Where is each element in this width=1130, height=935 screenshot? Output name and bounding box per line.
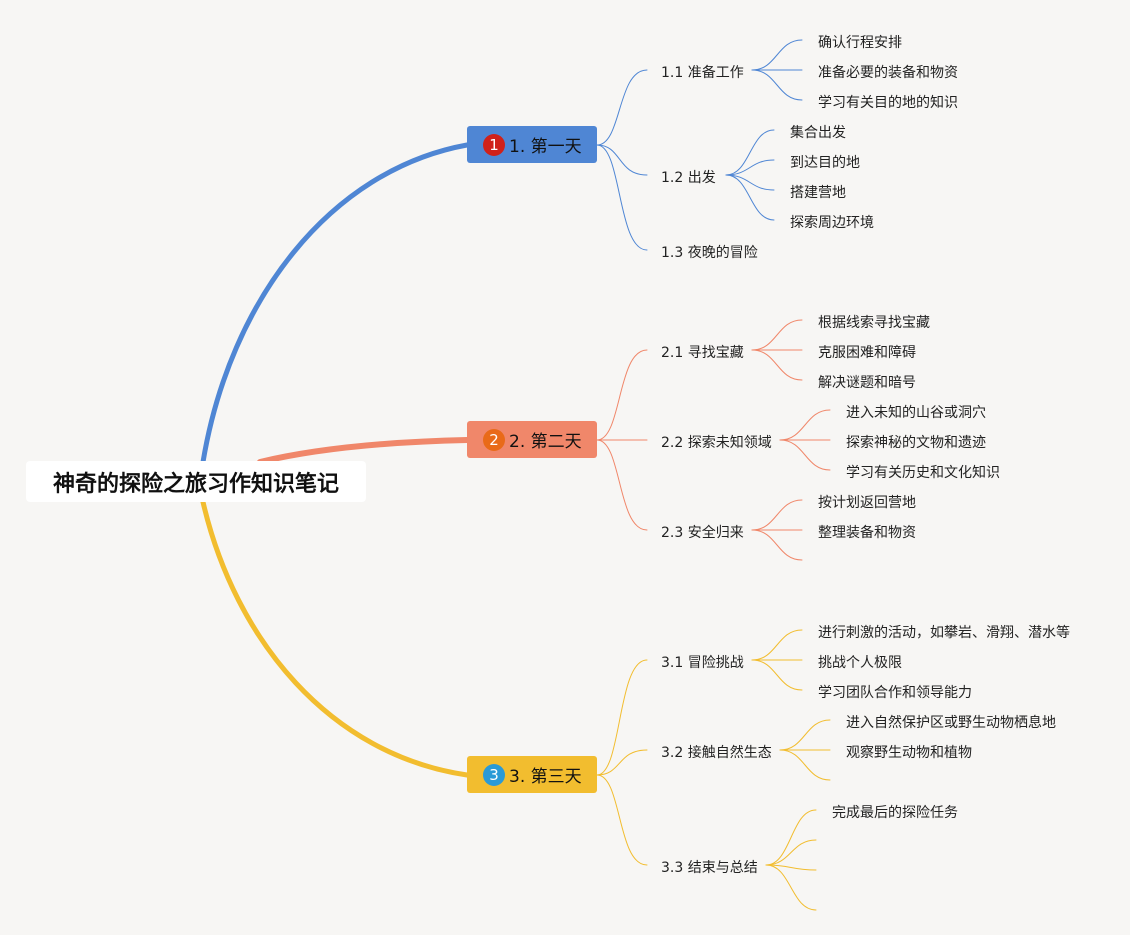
leaf-2-2-1[interactable]: 进入未知的山谷或洞穴 [846,405,986,421]
leaf-line-5-1 [751,499,803,531]
leaf-2-2-3[interactable]: 学习有关历史和文化知识 [846,465,1000,481]
sub-line-3-2 [596,749,648,776]
leaf-3-2-2[interactable]: 观察野生动物和植物 [846,745,972,761]
leaf-3-1-2[interactable]: 挑战个人极限 [818,655,902,671]
leaf-line-7-1 [779,719,831,751]
branch-label: 1. 第一天 [509,137,582,157]
leaf-line-3-1 [751,319,803,351]
sub-line-1-2 [596,144,648,176]
leaf-1-2-1[interactable]: 集合出发 [790,125,846,141]
sub-line-3-3 [596,774,648,866]
leaf-2-3-2[interactable]: 整理装备和物资 [818,525,916,541]
leaf-1-2-4[interactable]: 探索周边环境 [790,215,874,231]
subtopic-1-2[interactable]: 1.2 出发 [661,170,716,186]
badge-number-icon: 3 [483,763,505,786]
leaf-1-1-1[interactable]: 确认行程安排 [818,35,902,51]
subtopic-1-1[interactable]: 1.1 准备工作 [661,65,744,81]
subtopic-3-2[interactable]: 3.2 接触自然生态 [661,745,772,761]
subtopic-3-3[interactable]: 3.3 结束与总结 [661,860,758,876]
branch-line-day-3 [200,499,470,778]
leaf-3-2-1[interactable]: 进入自然保护区或野生动物栖息地 [846,715,1056,731]
leaf-line-5-3 [751,529,803,561]
badge-number-icon: 1 [483,133,505,156]
leaf-line-4-1 [779,409,831,441]
subtopic-1-3[interactable]: 1.3 夜晚的冒险 [661,245,758,261]
leaf-line-8-3 [765,864,817,871]
leaf-1-2-3[interactable]: 搭建营地 [790,185,846,201]
leaf-line-3-3 [751,349,803,381]
leaf-2-3-1[interactable]: 按计划返回营地 [818,495,916,511]
subtopic-2-1[interactable]: 2.1 寻找宝藏 [661,345,744,361]
leaf-line-1-1 [751,39,803,71]
subtopic-3-1[interactable]: 3.1 冒险挑战 [661,655,744,671]
leaf-3-1-1[interactable]: 进行刺激的活动，如攀岩、滑翔、潜水等 [818,625,1070,641]
branch-label: 2. 第二天 [509,432,582,452]
leaf-line-2-3 [725,174,775,191]
sub-line-3-1 [596,659,648,776]
leaf-line-4-3 [779,439,831,471]
sub-line-2-1 [596,349,648,441]
leaf-line-6-1 [751,629,803,661]
leaf-2-1-1[interactable]: 根据线索寻找宝藏 [818,315,930,331]
branch-day-1[interactable]: 1 1. 第一天 [467,126,597,163]
leaf-line-1-3 [751,69,803,101]
branch-label: 3. 第三天 [509,767,582,787]
leaf-2-1-2[interactable]: 克服困难和障碍 [818,345,916,361]
sub-line-1-3 [596,144,648,251]
leaf-2-2-2[interactable]: 探索神秘的文物和遗迹 [846,435,986,451]
leaf-line-8-1 [765,809,817,866]
leaf-3-3-1[interactable]: 完成最后的探险任务 [832,805,958,821]
root-topic[interactable]: 神奇的探险之旅习作知识笔记 [26,461,366,502]
leaf-line-2-1 [725,129,775,176]
branch-line-day-1 [200,142,470,465]
subtopic-2-2[interactable]: 2.2 探索未知领域 [661,435,772,451]
leaf-line-8-4 [765,864,817,911]
subtopic-2-3[interactable]: 2.3 安全归来 [661,525,744,541]
leaf-line-7-3 [779,749,831,781]
leaf-1-1-3[interactable]: 学习有关目的地的知识 [818,95,958,111]
sub-line-2-3 [596,439,648,531]
leaf-1-1-2[interactable]: 准备必要的装备和物资 [818,65,958,81]
leaf-3-1-3[interactable]: 学习团队合作和领导能力 [818,685,972,701]
sub-line-1-1 [596,69,648,146]
leaf-line-8-2 [765,839,817,866]
leaf-1-2-2[interactable]: 到达目的地 [790,155,860,171]
root-title: 神奇的探险之旅习作知识笔记 [52,471,339,497]
badge-number-icon: 2 [483,428,505,451]
leaf-line-2-4 [725,174,775,221]
branch-day-3[interactable]: 3 3. 第三天 [467,756,597,793]
leaf-line-2-2 [725,159,775,176]
branch-line-day-2 [257,437,470,465]
branch-day-2[interactable]: 2 2. 第二天 [467,421,597,458]
leaf-2-1-3[interactable]: 解决谜题和暗号 [818,375,916,391]
leaf-line-6-3 [751,659,803,691]
